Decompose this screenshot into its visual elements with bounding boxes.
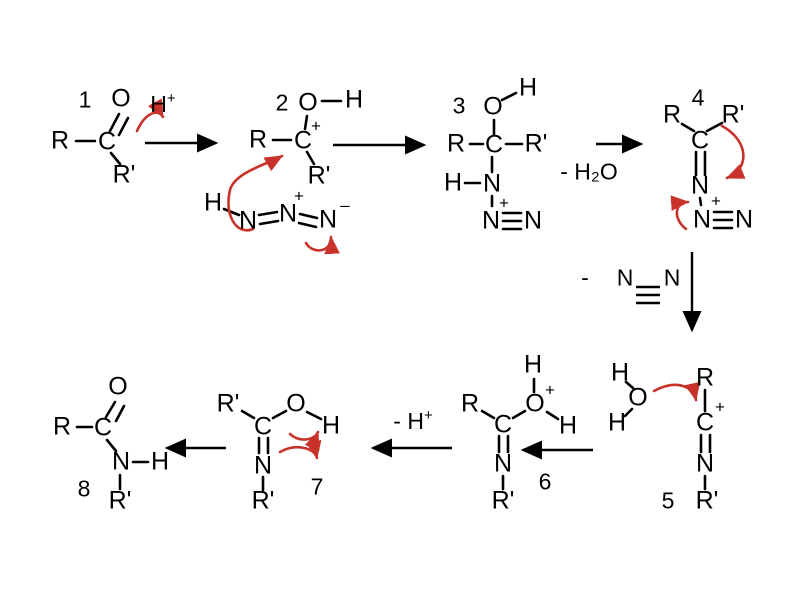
- s5-atom-r-top: R: [695, 363, 715, 392]
- s6-atom-hydrogen-right: H: [558, 411, 578, 440]
- s2-atom-oxygen: O: [298, 88, 318, 117]
- s5-atom-cation-carbon: C: [695, 408, 715, 437]
- condition-proton-add: H+: [150, 90, 175, 118]
- condition-proton-add-text: H: [150, 90, 167, 117]
- structure-number-4: 4: [691, 84, 705, 111]
- s3-atom-n2: N: [481, 206, 501, 235]
- s7-atom-central-carbon: C: [253, 412, 273, 441]
- electron-arrow-7: [288, 430, 320, 451]
- s2-atom-azide-n2-charge: +: [294, 186, 304, 206]
- s4-atom-n2: N: [692, 205, 712, 234]
- electron-arrow-6: [652, 381, 701, 402]
- s8-atom-carbonyl-carbon: C: [93, 413, 113, 442]
- condition-proton-loss-charge: +: [423, 407, 433, 425]
- s1-atom-carbonyl-carbon: C: [97, 127, 117, 156]
- s7-atom-hydroxyl-oxygen: O: [286, 389, 306, 418]
- s7-atom-nitrogen: N: [253, 451, 273, 480]
- condition-nitrogen-loss-n1: N: [616, 264, 634, 291]
- s6-atom-hydrogen-top: H: [523, 350, 543, 379]
- s5-atom-water-hydrogen-bottom: H: [607, 408, 627, 437]
- s2-atom-carbon-plus-charge: +: [311, 116, 321, 136]
- s6-atom-oxygen-plus-charge: +: [545, 380, 555, 400]
- s8-atom-r-prime: R': [108, 486, 132, 515]
- condition-nitrogen-loss-n2: N: [663, 264, 681, 291]
- structure-number-6: 6: [538, 468, 552, 495]
- s6-atom-central-carbon: C: [493, 410, 513, 439]
- structure-number-7: 7: [310, 473, 324, 500]
- s8-atom-amide-hydrogen: H: [150, 447, 170, 476]
- s1-atom-carbonyl-oxygen: O: [111, 84, 131, 113]
- condition-nitrogen-loss-minus: -: [581, 264, 589, 291]
- s2-atom-azide-n3-charge: –: [340, 195, 350, 215]
- s7-atom-r-prime-bottom: R': [251, 486, 275, 515]
- s5-atom-water-hydrogen-top: H: [610, 358, 630, 387]
- s7-atom-hydroxyl-hydrogen: H: [321, 411, 341, 440]
- s3-atom-n2-charge: +: [499, 193, 509, 213]
- s8-atom-r-left: R: [52, 412, 72, 441]
- structure-number-2: 2: [275, 89, 289, 116]
- condition-proton-loss: - H+: [393, 407, 432, 435]
- s6-atom-r-left: R: [460, 389, 480, 418]
- structure-number-1: 1: [78, 86, 92, 113]
- structure-number-5: 5: [661, 487, 675, 514]
- s5-atom-carbon-plus-charge: +: [715, 397, 725, 417]
- s4-atom-n2-charge: +: [711, 191, 721, 211]
- s2-atom-azide-n3: N: [318, 205, 338, 234]
- s2-atom-cation-carbon: C: [293, 126, 313, 155]
- condition-proton-loss-text: - H: [393, 407, 424, 434]
- s5-atom-r-prime: R': [695, 486, 719, 515]
- s4-atom-r-left: R: [662, 100, 682, 129]
- electron-arrow-3: [304, 235, 340, 255]
- s3-atom-hydroxyl-oxygen: O: [483, 92, 503, 121]
- s6-atom-oxygen: O: [525, 389, 545, 418]
- s5-atom-nitrogen: N: [695, 449, 715, 478]
- s2-atom-azide-n2: N: [278, 199, 298, 228]
- structure-number-3: 3: [452, 92, 466, 119]
- condition-proton-add-charge: +: [166, 90, 176, 108]
- s3-atom-n3: N: [523, 206, 543, 235]
- s6-atom-nitrogen: N: [493, 449, 513, 478]
- structure-number-8: 8: [77, 475, 91, 502]
- s3-atom-hydroxyl-hydrogen: H: [518, 73, 538, 102]
- s3-atom-n1: N: [482, 169, 502, 198]
- s3-atom-r-left: R: [446, 129, 466, 158]
- electron-arrow-8: [278, 439, 322, 460]
- s6-atom-r-prime: R': [491, 486, 515, 515]
- s2-atom-azide-hydrogen: H: [203, 188, 223, 217]
- s4-atom-n1: N: [690, 171, 710, 200]
- s8-atom-carbonyl-oxygen: O: [108, 372, 128, 401]
- s2-atom-azide-n1: N: [238, 206, 258, 235]
- s8-atom-amide-nitrogen: N: [111, 447, 131, 476]
- s3-atom-central-carbon: C: [484, 130, 504, 159]
- s7-atom-r-prime-left: R': [216, 389, 240, 418]
- s3-atom-amine-hydrogen: H: [443, 168, 463, 197]
- electron-arrow-4: [720, 124, 746, 180]
- s4-atom-imine-carbon: C: [690, 126, 710, 155]
- s2-atom-r-left: R: [248, 125, 268, 154]
- s4-atom-r-prime: R': [721, 100, 745, 129]
- condition-water-loss: - H₂O: [560, 158, 618, 185]
- electron-arrow-5: [670, 195, 690, 231]
- s4-atom-n3: N: [734, 205, 754, 234]
- s1-atom-r-left: R: [50, 126, 70, 155]
- s3-atom-r-prime: R': [524, 129, 548, 158]
- s2-atom-r-prime: R': [307, 161, 331, 190]
- s5-atom-water-oxygen: O: [628, 383, 648, 412]
- s1-atom-r-prime: R': [112, 160, 136, 189]
- s2-atom-hydroxyl-hydrogen: H: [344, 85, 364, 114]
